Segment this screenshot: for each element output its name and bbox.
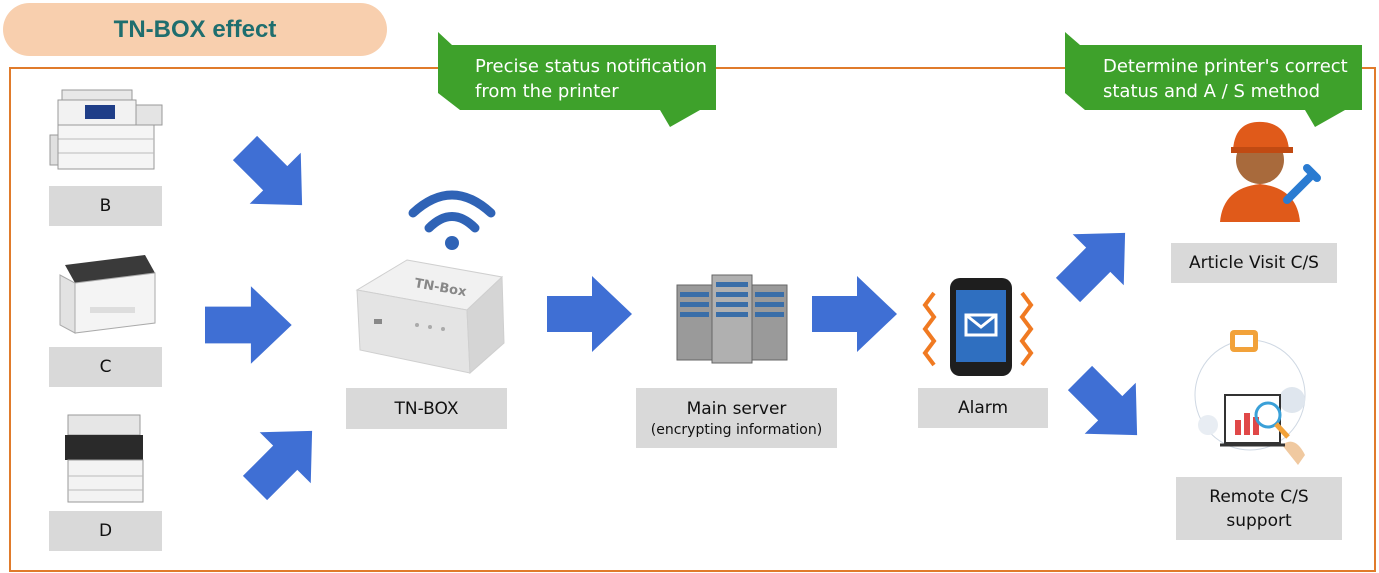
tnbox-label-text: TN-BOX <box>394 398 459 419</box>
alarm-label-text: Alarm <box>957 398 1009 418</box>
banner-left-line1: Precise status notification <box>475 56 707 77</box>
banner-right-line2: status and A / S method <box>1103 81 1321 102</box>
device-c-label-text: C <box>99 357 112 377</box>
remote-label-line1: Remote C/S <box>1209 486 1309 507</box>
printer-c-image <box>59 255 156 334</box>
banner-left-shape <box>438 32 716 127</box>
device-d-label: D <box>49 511 162 551</box>
server-label: Main server (encrypting information) <box>636 388 837 448</box>
server-icon <box>676 274 788 364</box>
device-b-label: B <box>49 186 162 226</box>
technician-icon <box>1220 121 1321 222</box>
arrow-tnbox-to-server <box>547 276 632 352</box>
banner-left: Precise status notification from the pri… <box>475 54 707 104</box>
device-b-label-text: B <box>99 196 112 216</box>
article-visit-label: Article Visit C/S <box>1171 243 1337 283</box>
remote-support-label: Remote C/S support <box>1176 477 1342 540</box>
arrow-d-to-tnbox <box>229 405 338 514</box>
arrow-alarm-to-article <box>1042 207 1151 316</box>
wifi-icon <box>408 190 496 250</box>
remote-support-icon <box>1194 330 1306 465</box>
arrow-alarm-to-remote <box>1054 352 1163 461</box>
article-visit-label-text: Article Visit C/S <box>1189 253 1319 273</box>
device-d-label-text: D <box>98 521 113 541</box>
arrow-server-to-alarm <box>812 276 897 352</box>
tnbox-device-image: TN-Box <box>355 259 505 375</box>
banner-right: Determine printer's correct status and A… <box>1103 54 1348 104</box>
arrow-b-to-tnbox <box>219 122 328 231</box>
server-label-text: Main server <box>686 399 787 419</box>
banner-left-line2: from the printer <box>475 81 619 102</box>
banner-right-shape <box>1065 32 1362 127</box>
arrow-c-to-tnbox <box>205 286 292 364</box>
alarm-label: Alarm <box>918 388 1048 428</box>
printer-b-image <box>49 89 163 170</box>
alarm-phone-icon <box>922 278 1034 376</box>
diagram-title: TN-BOX effect <box>3 3 387 56</box>
device-c-label: C <box>49 347 162 387</box>
server-label-sub: (encrypting information) <box>650 422 823 438</box>
banner-right-line1: Determine printer's correct <box>1103 56 1348 77</box>
remote-label-line2: support <box>1226 510 1292 531</box>
tnbox-label: TN-BOX <box>346 388 507 429</box>
printer-d-image <box>65 414 144 503</box>
